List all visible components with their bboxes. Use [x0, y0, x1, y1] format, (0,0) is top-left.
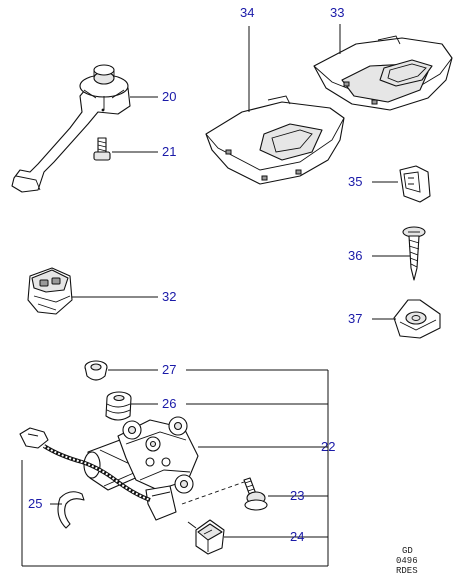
part-37-speed-nut-clip[interactable] [393, 299, 441, 339]
callout-33: 33 [330, 5, 344, 20]
callout-34: 34 [240, 5, 254, 20]
drawing-reference-code: GD 0496 RDES [396, 546, 418, 576]
wiring-harness[interactable] [19, 427, 151, 502]
assembly-bracket [21, 369, 329, 567]
callout-25: 25 [28, 496, 42, 511]
callout-23: 23 [290, 488, 304, 503]
ref-code-line2: 0496 [396, 556, 418, 566]
part-34-console-cover[interactable] [205, 95, 345, 185]
part-32-window-switch[interactable] [27, 267, 73, 315]
part-33-overhead-console-cover[interactable] [313, 35, 453, 111]
part-21-handle-screw[interactable] [93, 137, 111, 161]
part-20-window-crank-handle[interactable] [11, 64, 131, 193]
ref-code-line3: RDES [396, 566, 418, 576]
part-35-retaining-clip[interactable] [399, 165, 431, 203]
callout-27: 27 [162, 362, 176, 377]
part-23-mounting-screw[interactable] [243, 477, 268, 511]
callout-26: 26 [162, 396, 176, 411]
callout-37: 37 [348, 311, 362, 326]
part-27-grommet[interactable] [84, 360, 108, 381]
callout-32: 32 [162, 289, 176, 304]
part-26-rubber-mount[interactable] [105, 391, 132, 421]
part-22-window-motor-assembly[interactable] [83, 416, 199, 521]
part-24-electrical-connector[interactable] [187, 519, 225, 555]
part-36-self-tapping-screw[interactable] [402, 226, 426, 281]
ref-code-line1: GD [402, 546, 413, 556]
part-25-cable-clip[interactable] [57, 491, 85, 529]
callout-35: 35 [348, 174, 362, 189]
callout-36: 36 [348, 248, 362, 263]
callout-24: 24 [290, 529, 304, 544]
callout-21: 21 [162, 144, 176, 159]
callout-20: 20 [162, 89, 176, 104]
